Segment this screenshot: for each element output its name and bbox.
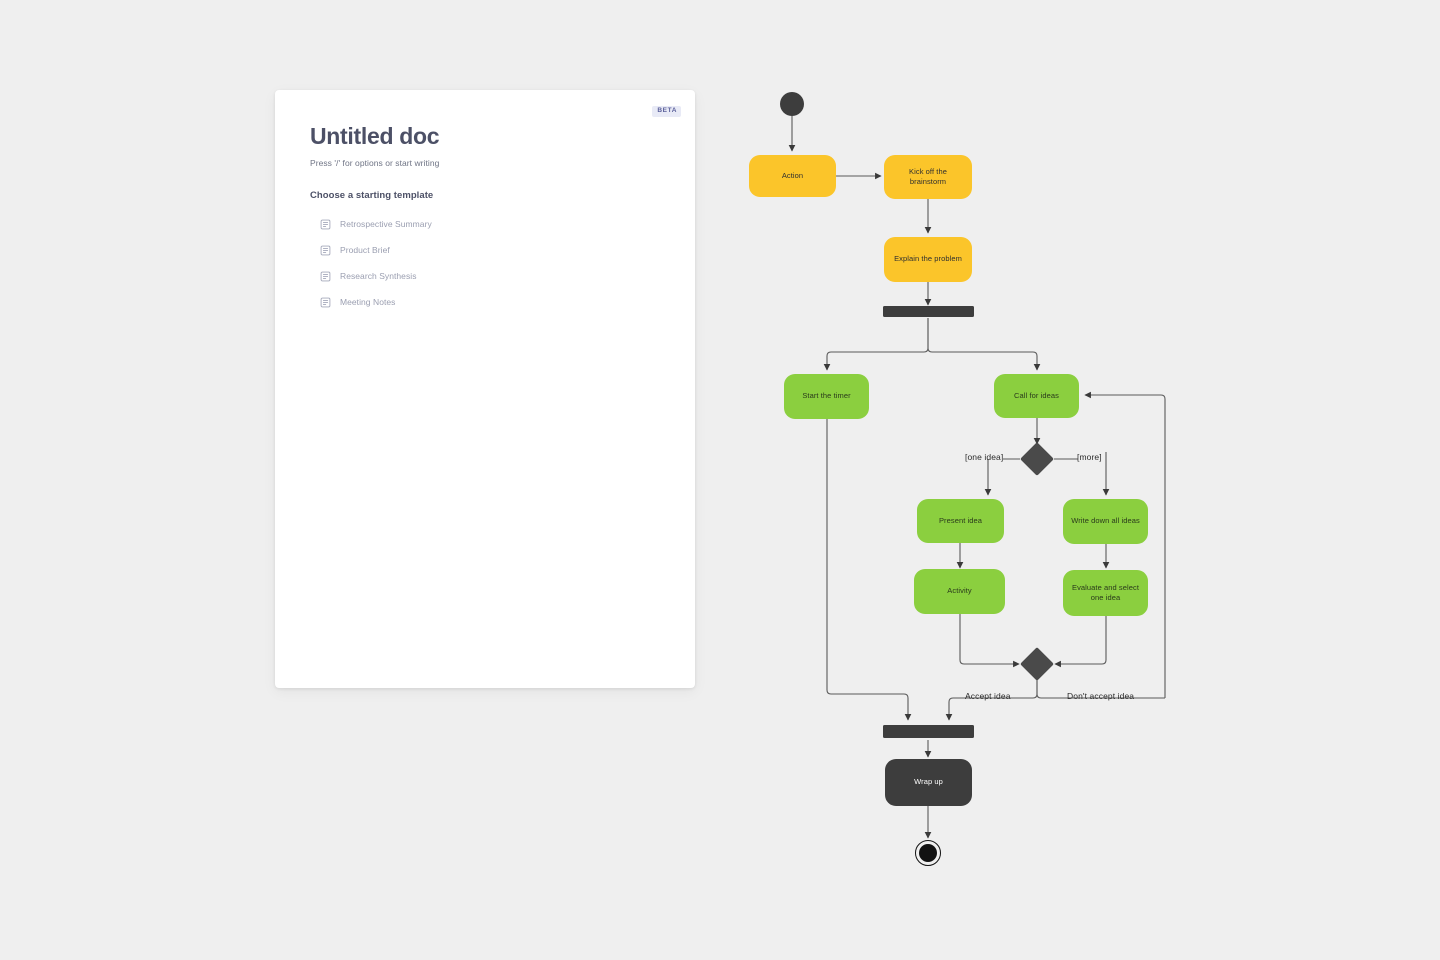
- node-action[interactable]: Action: [749, 155, 836, 197]
- edge-evaluate-to-merge: [1054, 616, 1107, 668]
- node-label: Wrap up: [914, 777, 943, 787]
- edge-timer-to-join: [826, 419, 912, 721]
- initial-node[interactable]: [780, 92, 804, 116]
- node-present-idea[interactable]: Present idea: [917, 499, 1004, 543]
- document-icon: [320, 219, 331, 230]
- node-start-the-timer[interactable]: Start the timer: [784, 374, 869, 419]
- edge-fork-to-timer: [823, 318, 929, 371]
- join-bar[interactable]: [883, 725, 974, 738]
- doc-card-body: Untitled doc Press '/' for options or st…: [310, 123, 671, 315]
- edge-activity-to-merge: [959, 614, 1020, 668]
- template-item-retrospective-summary[interactable]: Retrospective Summary: [310, 211, 671, 237]
- node-write-down-all-ideas[interactable]: Write down all ideas: [1063, 499, 1148, 544]
- edge-label-more: [more]: [1077, 452, 1102, 462]
- template-item-label: Research Synthesis: [340, 271, 417, 282]
- node-label: Activity: [947, 586, 972, 596]
- node-activity[interactable]: Activity: [914, 569, 1005, 614]
- template-list: Retrospective Summary Product Brief: [310, 211, 671, 315]
- activity-diagram[interactable]: Action Kick off the brainstorm Explain t…: [720, 0, 1440, 960]
- edge-fork-to-call: [927, 318, 1041, 371]
- document-icon: [320, 245, 331, 256]
- edge-dontaccept-right-segment: [1036, 680, 1165, 699]
- template-item-label: Product Brief: [340, 245, 390, 256]
- node-kick-off-the-brainstorm[interactable]: Kick off the brainstorm: [884, 155, 972, 199]
- untitled-doc-card[interactable]: BETA Untitled doc Press '/' for options …: [275, 90, 695, 688]
- templates-heading: Choose a starting template: [310, 190, 434, 202]
- node-label: Write down all ideas: [1071, 516, 1140, 526]
- editor-placeholder-hint: Press '/' for options or start writing: [310, 158, 440, 169]
- node-label: Start the timer: [802, 391, 851, 401]
- node-label: Evaluate and select one idea: [1072, 582, 1139, 602]
- edge-label-accept-idea: Accept idea: [965, 691, 1011, 701]
- node-explain-the-problem[interactable]: Explain the problem: [884, 237, 972, 282]
- edge-dontaccept-loop-to-call: [1084, 391, 1166, 698]
- document-icon: [320, 271, 331, 282]
- edge-label-one-idea: [one idea]: [965, 452, 1004, 462]
- node-label: Action: [781, 170, 804, 180]
- edge-label-dont-accept-idea: Don't accept idea: [1067, 691, 1135, 701]
- diagram-edges: [788, 116, 1166, 839]
- template-item-meeting-notes[interactable]: Meeting Notes: [310, 289, 671, 315]
- node-label: Explain the problem: [894, 254, 962, 264]
- document-icon: [320, 297, 331, 308]
- node-call-for-ideas[interactable]: Call for ideas: [994, 374, 1079, 418]
- template-item-label: Meeting Notes: [340, 297, 396, 308]
- template-item-product-brief[interactable]: Product Brief: [310, 237, 671, 263]
- node-label: Present idea: [938, 515, 983, 525]
- template-item-label: Retrospective Summary: [340, 219, 432, 230]
- page-title[interactable]: Untitled doc: [310, 123, 440, 149]
- beta-badge: BETA: [652, 106, 681, 117]
- template-item-research-synthesis[interactable]: Research Synthesis: [310, 263, 671, 289]
- node-label: Call for ideas: [1014, 390, 1059, 400]
- node-label: Kick off the brainstorm: [909, 166, 947, 186]
- final-node[interactable]: [915, 840, 941, 866]
- node-evaluate-and-select-one-idea[interactable]: Evaluate and select one idea: [1063, 570, 1148, 616]
- fork-bar[interactable]: [883, 306, 974, 317]
- node-wrap-up[interactable]: Wrap up: [885, 759, 972, 806]
